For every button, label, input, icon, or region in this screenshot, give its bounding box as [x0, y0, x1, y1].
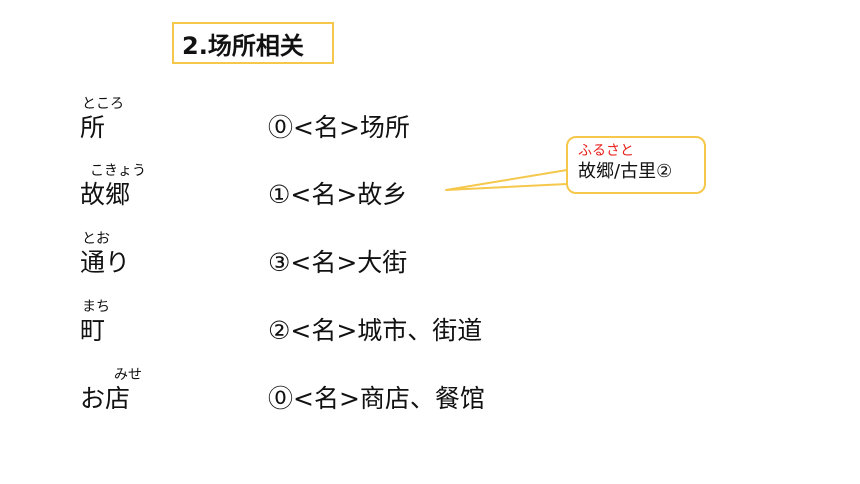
word-reading: みせ [114, 367, 142, 383]
vocab-definition: ⓪<名>场所 [268, 113, 410, 142]
callout-reading: ふるさと [578, 143, 634, 159]
vocab-definition: ③<名>大街 [268, 248, 408, 277]
vocab-definition: ⓪<名>商店、餐馆 [268, 384, 485, 413]
vocab-word: 故郷 [80, 180, 131, 209]
callout-text: 故郷/古里② [578, 161, 673, 182]
word-reading: とお [82, 231, 110, 247]
vocab-definition: ②<名>城市、街道 [268, 316, 483, 345]
word-reading: こきょう [90, 163, 146, 179]
vocab-row-kokyou: こきょう 故郷 ①<名>故乡 [0, 163, 860, 223]
vocab-word: お店 [80, 384, 131, 413]
furusato-callout: ふるさと 故郷/古里② [566, 136, 706, 194]
vocab-row-tokoro: ところ 所 ⓪<名>场所 [0, 96, 860, 156]
vocab-word: 通り [80, 248, 131, 277]
vocab-row-machi: まち 町 ②<名>城市、街道 [0, 299, 860, 359]
vocab-word: 町 [80, 316, 106, 345]
word-reading: まち [82, 299, 110, 315]
vocab-word: 所 [80, 113, 106, 142]
vocab-row-toori: とお 通り ③<名>大街 [0, 231, 860, 291]
vocab-definition: ①<名>故乡 [268, 180, 408, 209]
section-title: 2.场所相关 [182, 31, 304, 60]
section-title-box: 2.场所相关 [172, 22, 334, 64]
vocab-row-mise: みせ お店 ⓪<名>商店、餐馆 [0, 367, 860, 427]
word-reading: ところ [82, 96, 124, 112]
